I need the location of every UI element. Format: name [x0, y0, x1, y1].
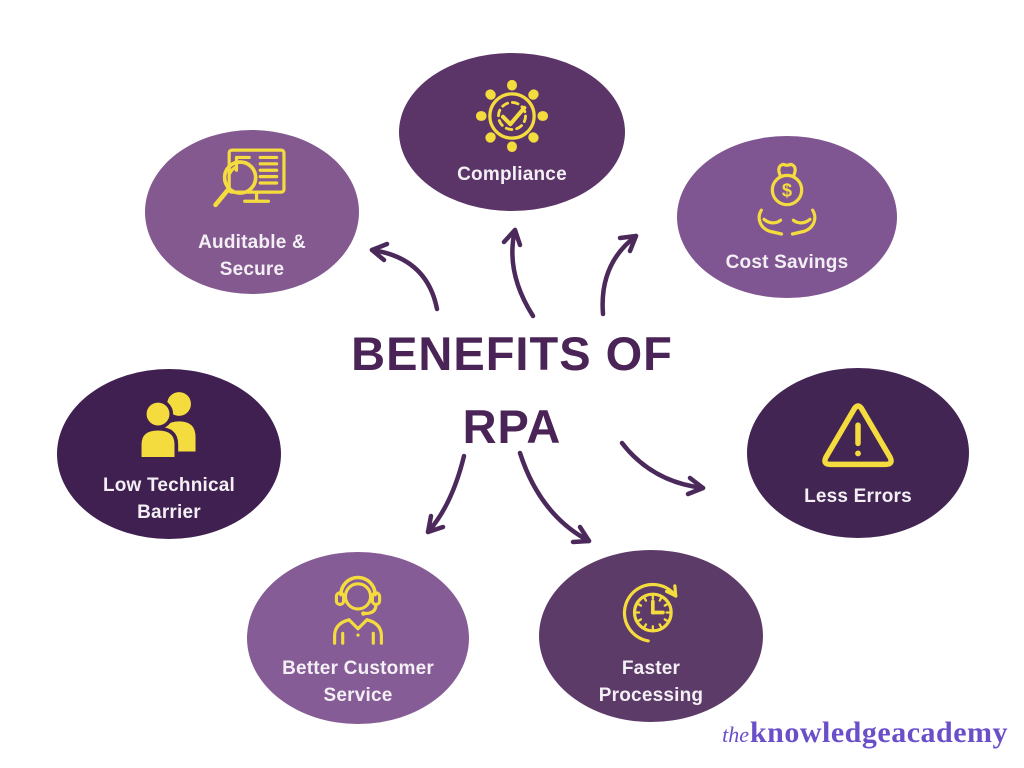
team-icon — [123, 382, 215, 468]
clock-speed-icon — [605, 563, 697, 651]
logo-academy: academy — [891, 716, 1008, 749]
money-hands-icon: $ — [741, 157, 833, 245]
node-better-customer-service: Better Customer Service — [247, 552, 469, 724]
node-less-errors: Less Errors — [747, 368, 969, 538]
arrow-to-auditable-secure — [369, 241, 440, 312]
node-low-technical-barrier: Low Technical Barrier — [57, 369, 281, 539]
audit-monitor-icon — [200, 141, 304, 225]
arrow-to-better-customer-service — [425, 453, 467, 535]
support-agent-icon — [313, 567, 403, 651]
page-title: BENEFITS OF RPA — [351, 318, 673, 464]
node-label: Auditable & Secure — [198, 231, 306, 280]
arrow-to-faster-processing — [517, 450, 592, 545]
svg-text:$: $ — [782, 179, 792, 200]
arrow-to-cost-savings — [600, 233, 639, 317]
node-label: Cost Savings — [725, 252, 849, 274]
title-line-1: BENEFITS OF — [351, 327, 673, 380]
node-label: Faster Processing — [598, 657, 704, 706]
node-label: Better Customer Service — [282, 657, 434, 706]
node-auditable-secure: Auditable & Secure — [145, 130, 359, 294]
logo-knowledge: knowledge — [750, 716, 892, 749]
gear-check-icon — [471, 75, 553, 157]
arrow-to-compliance — [501, 227, 536, 319]
node-label: Low Technical Barrier — [102, 474, 236, 523]
title-line-2: RPA — [462, 399, 562, 453]
node-label: Less Errors — [804, 486, 912, 508]
node-cost-savings: $ Cost Savings — [677, 136, 897, 298]
warning-icon — [812, 395, 904, 479]
node-label: Compliance — [457, 164, 567, 186]
brand-logo: theknowledgeacademy — [722, 718, 1008, 748]
node-compliance: Compliance — [399, 53, 625, 211]
node-faster-processing: Faster Processing — [539, 550, 763, 722]
logo-the: the — [722, 722, 749, 747]
